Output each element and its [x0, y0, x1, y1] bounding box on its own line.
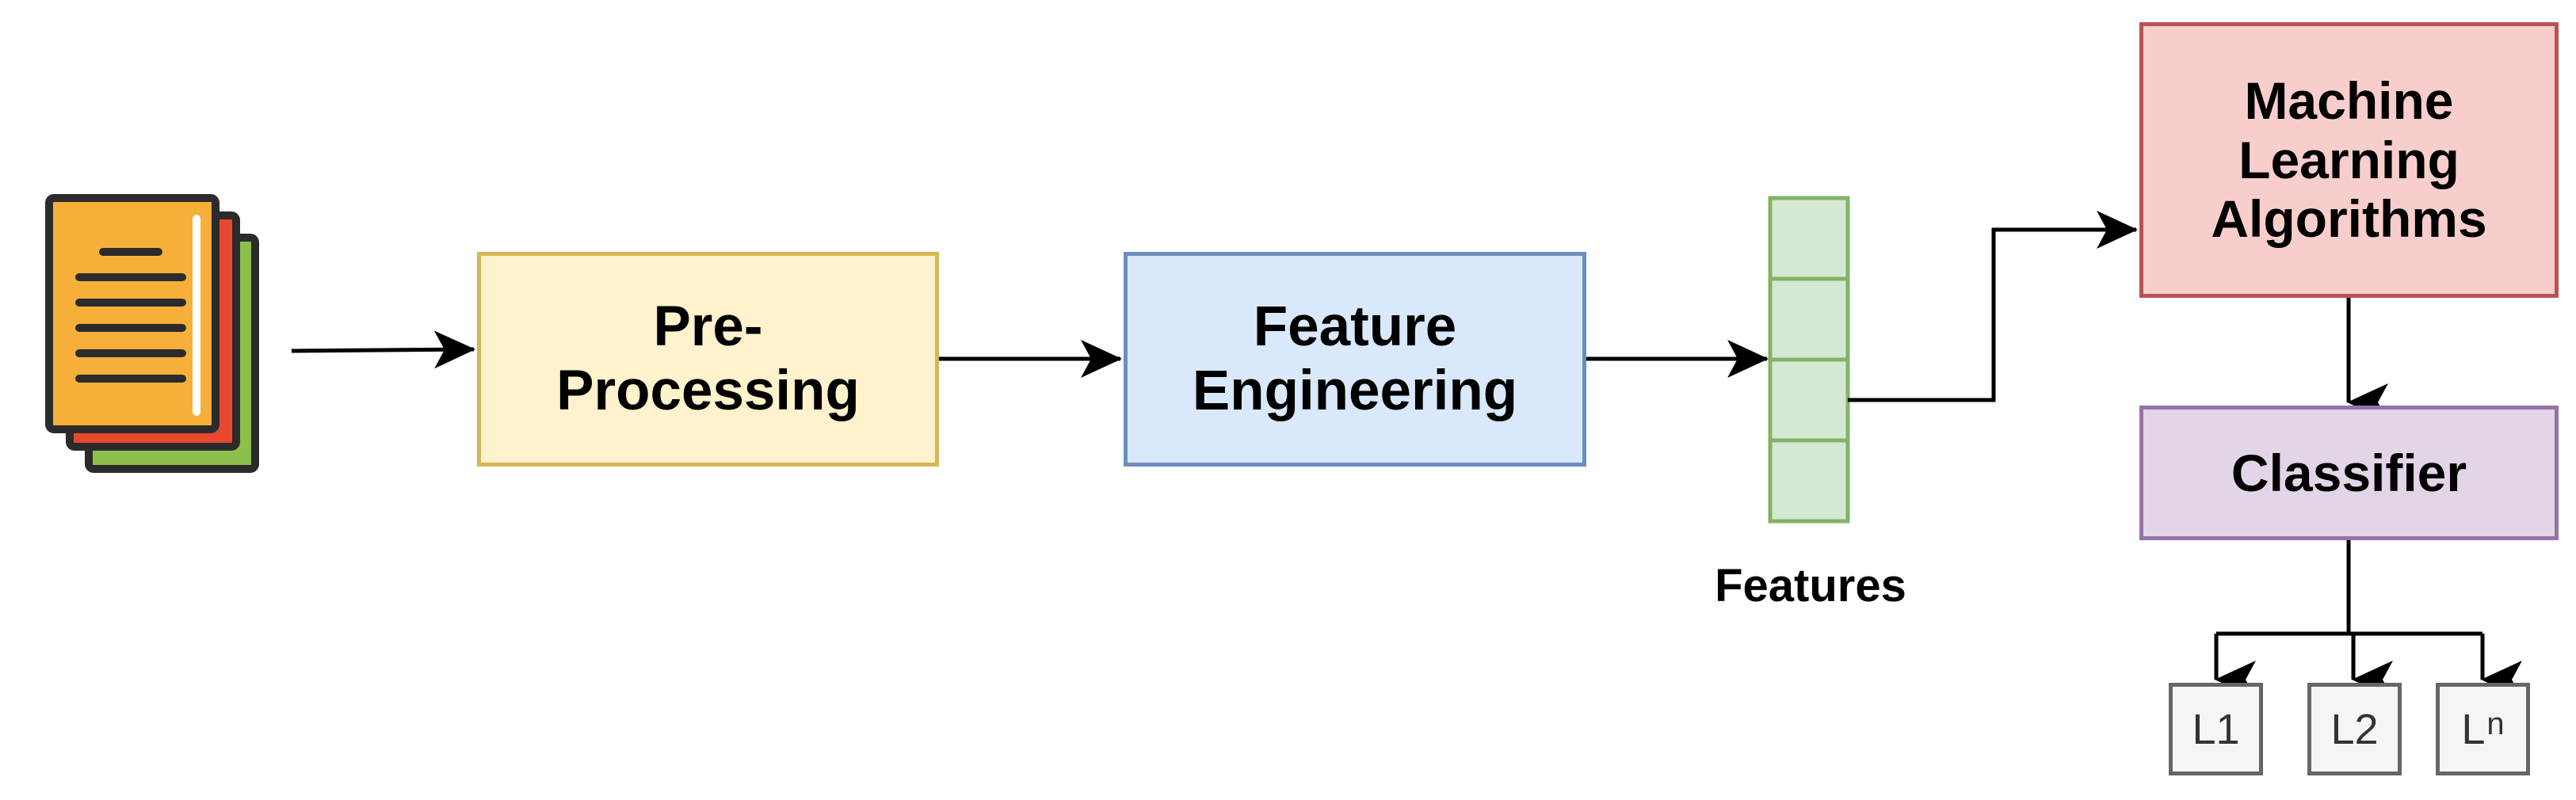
- feature-engineering-label-line-2: Engineering: [1192, 359, 1518, 422]
- feature-cell: [1768, 438, 1850, 524]
- arrow-documents-to-preprocessing: [291, 330, 475, 369]
- ml-label-line-2: Learning: [2238, 130, 2460, 189]
- output-label-l2: L2: [2307, 683, 2402, 775]
- output-label-text: L2: [2330, 705, 2379, 753]
- preprocessing-label-line-2: Processing: [556, 359, 860, 422]
- ml-label-line-3: Algorithms: [2211, 189, 2487, 249]
- feature-cell: [1768, 357, 1850, 443]
- connectors: [291, 211, 2522, 699]
- classifier-label: Classifier: [2231, 443, 2467, 502]
- feature-cell: [1768, 196, 1850, 281]
- feature-engineering-box: Feature Engineering: [1124, 252, 1586, 467]
- ml-label-line-1: Machine: [2244, 71, 2454, 131]
- features-vector: [1768, 196, 1850, 524]
- output-label-text: L: [2461, 705, 2486, 753]
- output-label-text: L1: [2192, 705, 2240, 753]
- arrow-features-to-ml: [1848, 211, 2138, 402]
- output-label-superscript: n: [2486, 707, 2505, 741]
- classifier-box: Classifier: [2139, 406, 2559, 540]
- features-caption: Features: [1715, 560, 1906, 611]
- ml-algorithms-box: Machine Learning Algorithms: [2139, 22, 2559, 298]
- preprocessing-label-line-1: Pre-: [653, 295, 763, 359]
- feature-cell: [1768, 276, 1850, 362]
- preprocessing-box: Pre- Processing: [477, 252, 939, 467]
- output-label-l1: L1: [2169, 683, 2263, 775]
- document-stack-icon: [13, 194, 292, 473]
- feature-engineering-label-line-1: Feature: [1253, 295, 1457, 359]
